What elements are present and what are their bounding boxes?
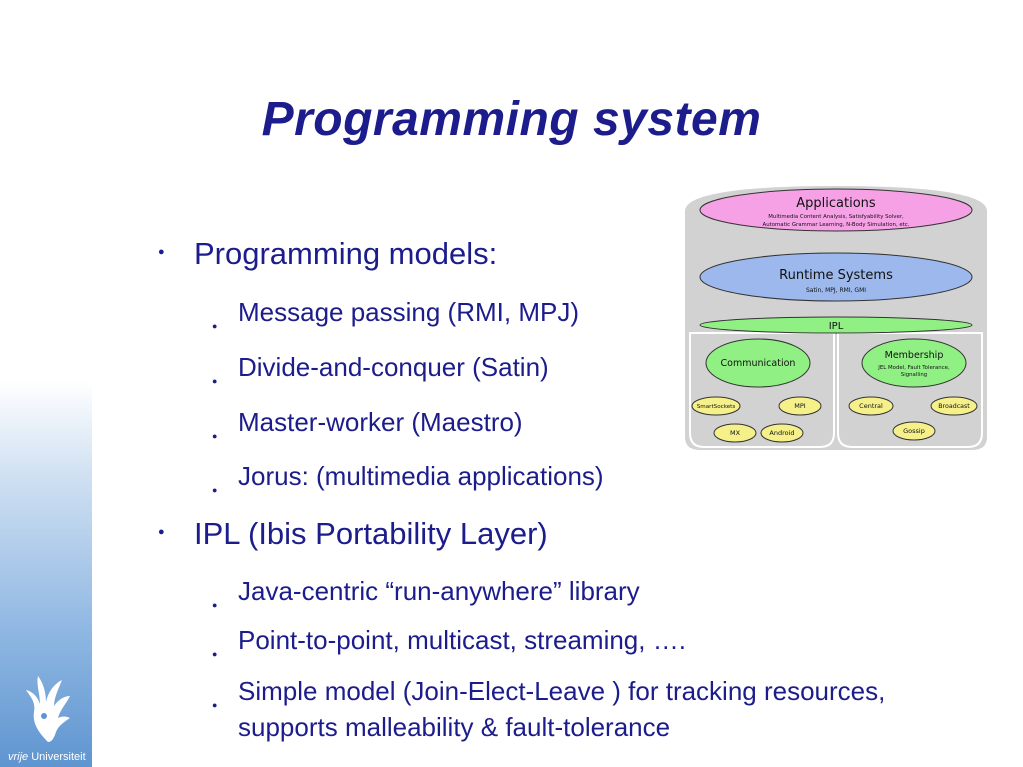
vu-logo: vrije Universiteit <box>6 672 86 767</box>
bullet-simple-model-line2: supports malleability & fault-tolerance <box>238 712 671 742</box>
bullet-simple-model: Simple model (Join-Elect-Leave ) for tra… <box>212 673 885 723</box>
communication-label: Communication <box>721 358 796 369</box>
communication-ellipse <box>705 338 811 388</box>
runtime-label: Runtime Systems <box>779 268 893 283</box>
gossip-label: Gossip <box>903 427 925 435</box>
bullet-message-passing: Message passing (RMI, MPJ) <box>212 294 579 344</box>
android-label: Android <box>769 429 794 437</box>
bullet-programming-models: Programming models: <box>158 236 497 272</box>
applications-sub2: Automatic Grammar Learning, N-Body Simul… <box>763 222 910 228</box>
bullet-jorus: Jorus: (multimedia applications) <box>212 458 604 508</box>
membership-ellipse <box>861 338 967 388</box>
runtime-sub: Satin, MPJ, RMI, GMI <box>806 287 866 294</box>
bullet-point-to-point: Point-to-point, multicast, streaming, …. <box>212 622 686 672</box>
runtime-ellipse <box>699 252 973 302</box>
ipl-ellipse <box>699 316 973 334</box>
slide-title: Programming system <box>261 93 762 146</box>
membership-sub2: Signalling <box>901 372 927 378</box>
membership-label: Membership <box>885 350 944 361</box>
applications-ellipse <box>699 188 973 232</box>
central-ellipse <box>848 396 894 416</box>
bullet-java-centric: Java-centric “run-anywhere” library <box>212 573 640 623</box>
mx-ellipse <box>713 423 757 443</box>
gossip-ellipse <box>892 421 936 441</box>
ipl-label: IPL <box>829 321 844 332</box>
griffin-logo-icon <box>26 676 70 742</box>
broadcast-label: Broadcast <box>938 403 970 410</box>
applications-label: Applications <box>796 196 876 211</box>
mpi-label: MPI <box>794 402 806 410</box>
vu-logo-text: vrije Universiteit <box>8 751 86 763</box>
smartsockets-label: SmartSockets <box>697 404 736 410</box>
mpi-ellipse <box>778 396 822 416</box>
broadcast-ellipse <box>930 396 978 416</box>
bullet-master-worker: Master-worker (Maestro) <box>212 404 523 454</box>
android-ellipse <box>760 423 804 443</box>
bullet-divide-and-conquer: Divide-and-conquer (Satin) <box>212 349 549 399</box>
bullet-ipl: IPL (Ibis Portability Layer) <box>158 516 548 552</box>
membership-sub1: JEL Model, Fault Tolerance, <box>877 365 950 371</box>
central-label: Central <box>859 402 883 410</box>
smartsockets-ellipse <box>691 396 741 416</box>
ibis-architecture-diagram: Applications Multimedia Content Analysis… <box>682 183 990 453</box>
applications-sub1: Multimedia Content Analysis, Satisfyabil… <box>768 214 904 220</box>
mx-label: MX <box>730 429 741 437</box>
bullet-simple-model-cont: supports malleability & fault-tolerance <box>238 709 670 745</box>
